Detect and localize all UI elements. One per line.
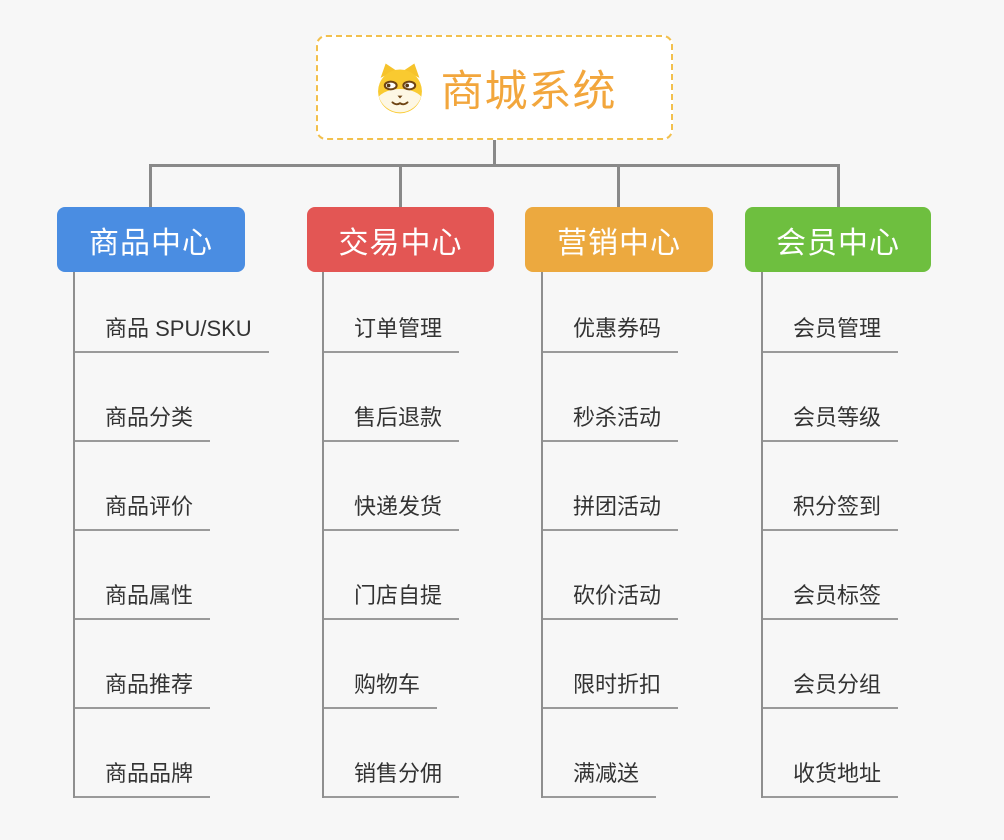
- item-label[interactable]: 商品推荐: [75, 667, 211, 709]
- list-item: 商品品牌: [75, 709, 269, 798]
- item-label[interactable]: 商品评价: [75, 489, 211, 531]
- item-label[interactable]: 拼团活动: [543, 489, 679, 531]
- list-item: 售后退款: [324, 353, 460, 442]
- list-item: 会员分组: [763, 620, 899, 709]
- doge-icon: [373, 61, 427, 115]
- connector-stub-marketing: [617, 164, 620, 207]
- connector-stub-orders: [399, 164, 402, 207]
- list-item: 收货地址: [763, 709, 899, 798]
- list-item: 满减送: [543, 709, 678, 798]
- list-item: 会员等级: [763, 353, 899, 442]
- list-item: 积分签到: [763, 442, 899, 531]
- item-label[interactable]: 订单管理: [324, 311, 460, 353]
- branch-node-member-center[interactable]: 会员中心: [745, 207, 931, 272]
- list-item: 商品属性: [75, 531, 269, 620]
- list-item: 限时折扣: [543, 620, 679, 709]
- branch-node-product-center[interactable]: 商品中心: [57, 207, 245, 272]
- item-label[interactable]: 销售分佣: [324, 756, 460, 798]
- item-label[interactable]: 秒杀活动: [543, 400, 679, 442]
- item-label[interactable]: 商品属性: [75, 578, 211, 620]
- root-node[interactable]: 商城系统: [316, 35, 673, 140]
- item-label[interactable]: 商品品牌: [75, 756, 211, 798]
- item-label[interactable]: 会员分组: [763, 667, 899, 709]
- list-item: 拼团活动: [543, 442, 679, 531]
- item-label[interactable]: 限时折扣: [543, 667, 679, 709]
- list-item: 会员标签: [763, 531, 899, 620]
- item-label[interactable]: 积分签到: [763, 489, 899, 531]
- list-item: 秒杀活动: [543, 353, 679, 442]
- item-label[interactable]: 优惠券码: [543, 311, 679, 353]
- list-item: 快递发货: [324, 442, 460, 531]
- list-item: 商品推荐: [75, 620, 269, 709]
- connector-stub-products: [149, 164, 152, 207]
- item-label[interactable]: 会员等级: [763, 400, 899, 442]
- list-item: 商品分类: [75, 353, 269, 442]
- branch-items-product-center: 商品 SPU/SKU 商品分类 商品评价 商品属性 商品推荐 商品品牌: [73, 272, 269, 798]
- connector-root-stem: [493, 140, 496, 167]
- item-label[interactable]: 满减送: [543, 756, 657, 798]
- branch-node-marketing-center[interactable]: 营销中心: [525, 207, 713, 272]
- list-item: 购物车: [324, 620, 459, 709]
- connector-horizontal-bar: [149, 164, 840, 167]
- item-label[interactable]: 门店自提: [324, 578, 460, 620]
- branch-items-trade-center: 订单管理 售后退款 快递发货 门店自提 购物车 销售分佣: [322, 272, 460, 798]
- branch-items-member-center: 会员管理 会员等级 积分签到 会员标签 会员分组 收货地址: [761, 272, 899, 798]
- list-item: 商品 SPU/SKU: [75, 272, 269, 353]
- branch-items-marketing-center: 优惠券码 秒杀活动 拼团活动 砍价活动 限时折扣 满减送: [541, 272, 679, 798]
- list-item: 销售分佣: [324, 709, 460, 798]
- item-label[interactable]: 商品分类: [75, 400, 211, 442]
- list-item: 门店自提: [324, 531, 460, 620]
- branch-node-trade-center[interactable]: 交易中心: [307, 207, 494, 272]
- list-item: 优惠券码: [543, 272, 679, 353]
- list-item: 商品评价: [75, 442, 269, 531]
- list-item: 订单管理: [324, 272, 460, 353]
- item-label[interactable]: 会员管理: [763, 311, 899, 353]
- list-item: 会员管理: [763, 272, 899, 353]
- item-label[interactable]: 收货地址: [763, 756, 899, 798]
- item-label[interactable]: 售后退款: [324, 400, 460, 442]
- item-label[interactable]: 会员标签: [763, 578, 899, 620]
- connector-stub-members: [837, 164, 840, 207]
- item-label[interactable]: 快递发货: [324, 489, 460, 531]
- item-label[interactable]: 商品 SPU/SKU: [75, 311, 269, 353]
- root-title: 商城系统: [440, 67, 617, 116]
- item-label[interactable]: 购物车: [324, 667, 438, 709]
- list-item: 砍价活动: [543, 531, 679, 620]
- item-label[interactable]: 砍价活动: [543, 578, 679, 620]
